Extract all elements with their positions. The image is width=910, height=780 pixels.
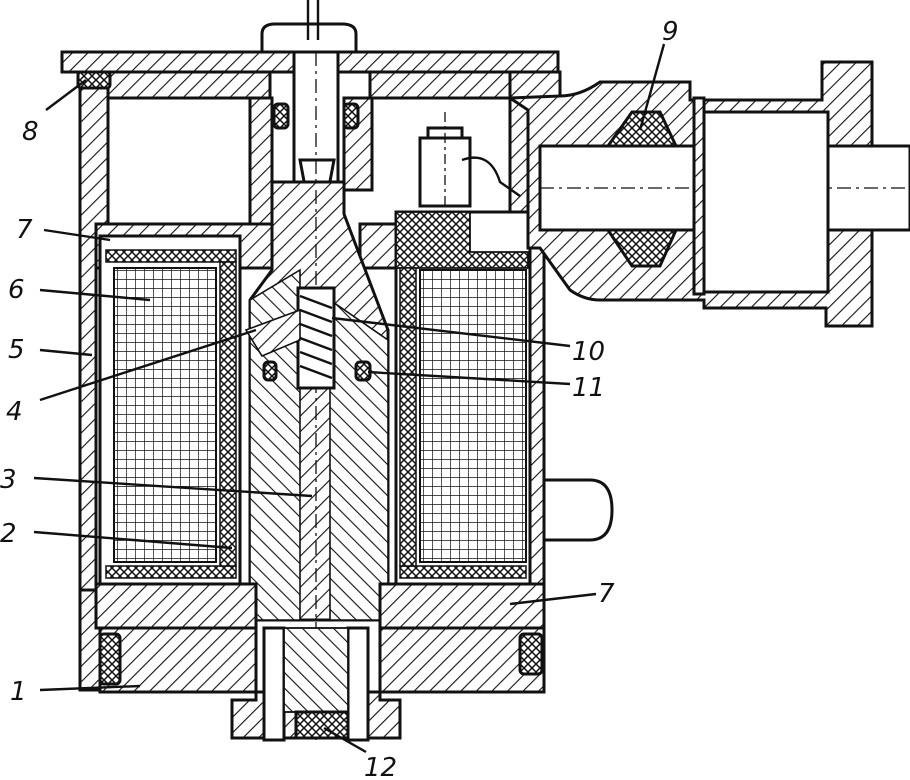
label-9: 9	[662, 17, 679, 47]
label-12: 12	[364, 753, 397, 780]
top-screw	[260, 0, 358, 194]
label-2: 2	[0, 519, 17, 549]
pole-plate-lower	[94, 582, 546, 630]
armature-tube	[244, 180, 390, 740]
coil-bobbin-left	[98, 234, 242, 586]
label-7-top: 7	[16, 215, 33, 245]
label-3: 3	[0, 465, 17, 495]
label-11: 11	[572, 373, 605, 403]
gasket-8	[76, 70, 112, 90]
label-7-bottom: 7	[598, 579, 615, 609]
label-1: 1	[10, 677, 27, 707]
label-10: 10	[572, 337, 605, 367]
base-body	[98, 626, 546, 742]
coil-bobbin-right	[394, 210, 532, 586]
label-6: 6	[8, 275, 25, 305]
label-5: 5	[8, 335, 25, 365]
label-4: 4	[6, 397, 23, 427]
callouts: 8 7 6 5 4 3 2 1 9 10 11 7 12	[0, 17, 679, 780]
label-8: 8	[22, 117, 39, 147]
cable-connector	[418, 60, 910, 328]
